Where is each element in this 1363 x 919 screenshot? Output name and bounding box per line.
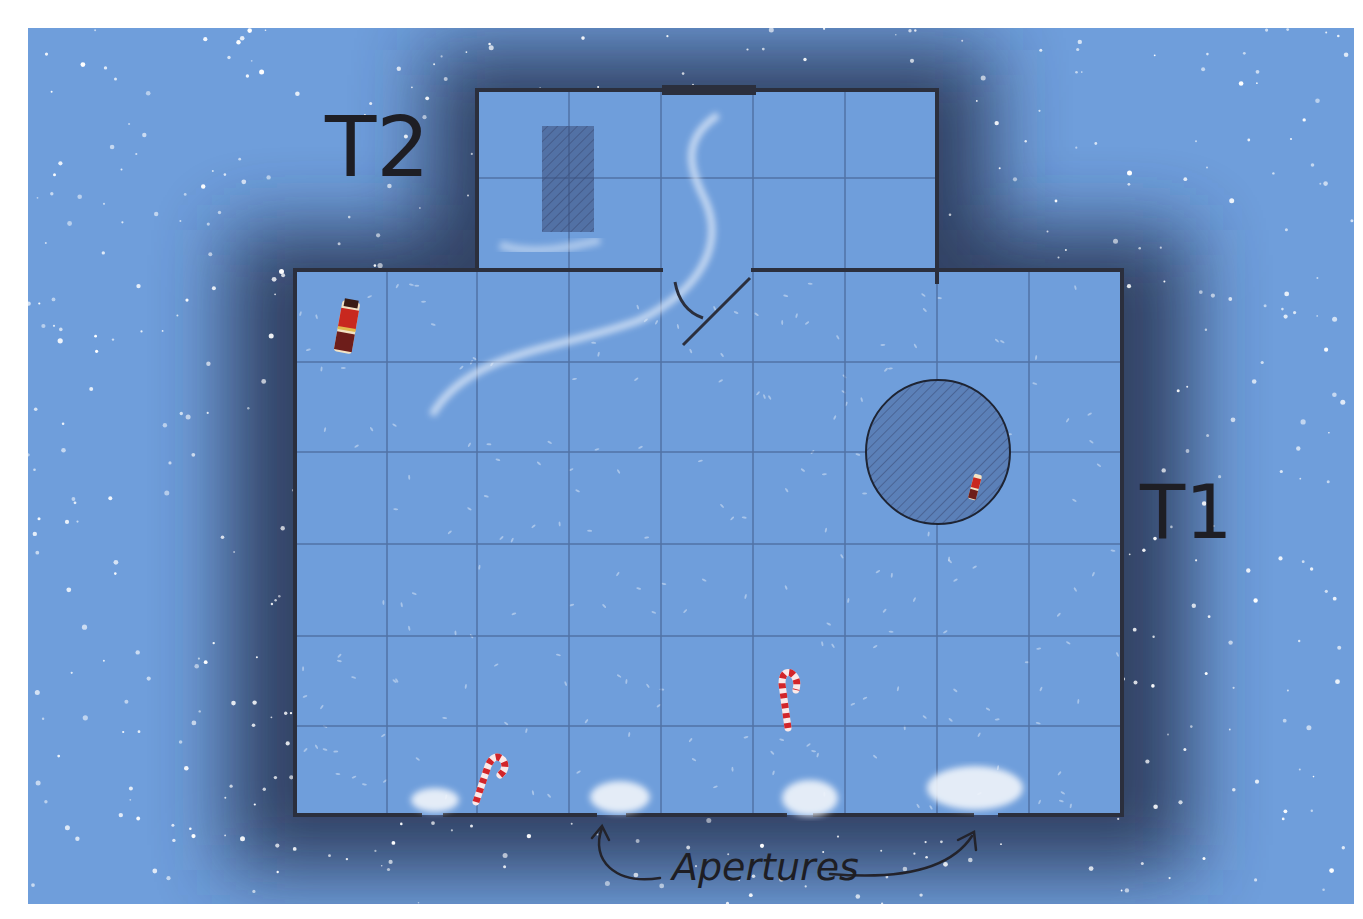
snowflakes [28, 28, 1353, 904]
hatched-circle [866, 380, 1010, 524]
door [675, 278, 750, 345]
grid [295, 90, 1122, 815]
shadow-vignette [230, 50, 1190, 870]
table-hatch [542, 126, 594, 232]
room-label: T1 [1140, 475, 1232, 549]
table [542, 126, 594, 232]
snow-trail [432, 115, 718, 415]
nutcracker [334, 298, 361, 354]
room-floor [295, 270, 1122, 815]
annotation-label: Apertures [672, 848, 859, 886]
candy-cane [476, 757, 505, 802]
candy-cane [782, 672, 797, 728]
snow-drift [500, 240, 600, 250]
door-top [662, 85, 756, 95]
room-label: T2 [325, 105, 430, 189]
nutcracker [968, 473, 982, 500]
snow-ground [28, 28, 1354, 904]
walls [295, 90, 1122, 815]
room-floor [477, 90, 937, 270]
